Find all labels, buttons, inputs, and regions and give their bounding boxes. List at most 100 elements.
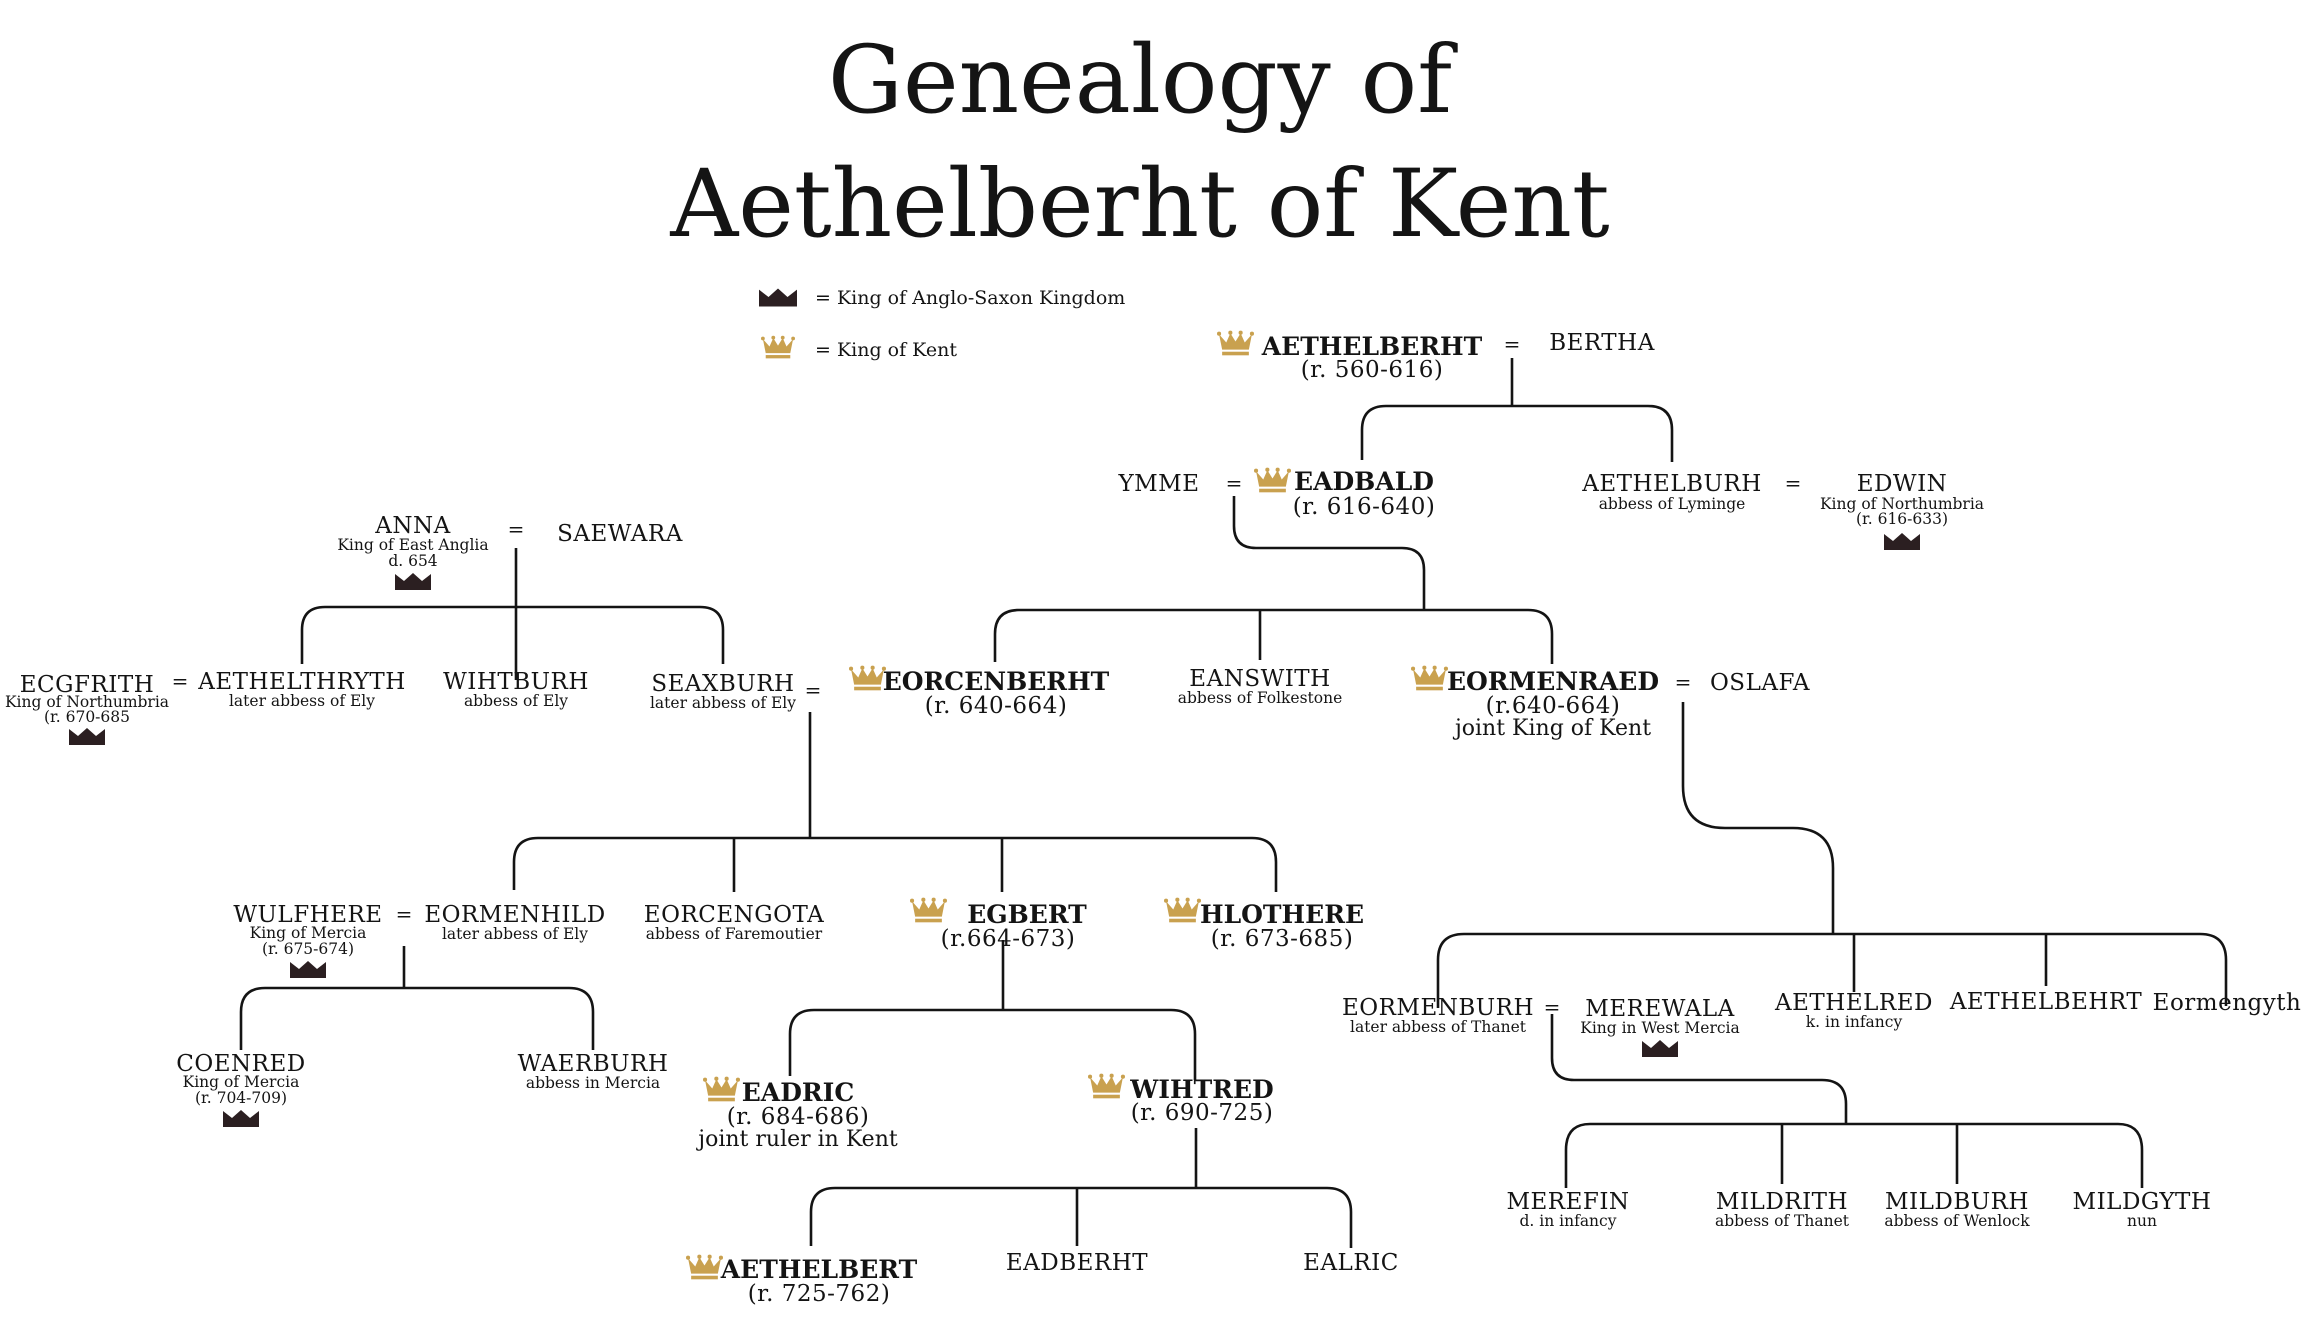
marriage-equals: = — [1785, 471, 1802, 495]
person-aethelred-note: k. in infancy — [1806, 1013, 1903, 1031]
person-eorcengota-note: abbess of Faremoutier — [646, 925, 823, 943]
dark-crown-icon — [395, 573, 431, 590]
person-wihtburh-name: WIHTBURH — [443, 669, 589, 695]
person-anna-name: ANNA — [374, 513, 450, 539]
marriage-equals: = — [396, 902, 413, 926]
person-eormenhild-name: EORMENHILD — [424, 902, 605, 928]
person-merewala-name: MEREWALA — [1585, 996, 1734, 1022]
person-eadric-reign: (r. 684-686) — [727, 1104, 870, 1130]
person-seaxburh-name: SEAXBURH — [651, 671, 794, 697]
person-coenred-note-2: (r. 704-709) — [195, 1089, 287, 1107]
gold-crown-icon — [1217, 330, 1254, 356]
person-anna-note-2: d. 654 — [388, 552, 437, 570]
person-seaxburh-note: later abbess of Ely — [650, 694, 796, 712]
person-aethelbehrt-name: AETHELBEHRT — [1949, 989, 2143, 1015]
person-ymme-name: YMME — [1117, 471, 1199, 497]
dark-crown-icon — [223, 1110, 259, 1127]
person-eormenraed-reign: (r.640-664) — [1486, 693, 1621, 719]
person-ealric-name: EALRIC — [1303, 1250, 1399, 1276]
person-wihtred-reign: (r. 690-725) — [1131, 1100, 1274, 1126]
person-mildburh-name: MILDBURH — [1885, 1189, 2029, 1215]
gold-crown-icon — [849, 665, 886, 691]
person-eormenburh-name: EORMENBURH — [1342, 995, 1534, 1021]
person-eormenraed-name: EORMENRAED — [1447, 667, 1659, 696]
dark-crown-icon — [1884, 533, 1920, 550]
person-edwin-note-2: (r. 616-633) — [1856, 510, 1948, 528]
person-wulfhere-name: WULFHERE — [233, 902, 382, 928]
person-eormengyth-name: Eormengyth — [2153, 990, 2302, 1016]
person-aethelthryth-name: AETHELTHRYTH — [197, 669, 406, 695]
person-wulfhere-note-2: (r. 675-674) — [262, 940, 354, 958]
person-eormenhild-note: later abbess of Ely — [442, 925, 588, 943]
person-hlothere-reign: (r. 673-685) — [1211, 926, 1354, 952]
marriage-equals: = — [1226, 471, 1243, 495]
person-merefin-note: d. in infancy — [1520, 1212, 1617, 1230]
person-eorcenberht-reign: (r. 640-664) — [925, 693, 1068, 719]
person-hlothere-name: HLOTHERE — [1200, 900, 1364, 929]
person-eormenburh-note: later abbess of Thanet — [1350, 1018, 1527, 1036]
person-oslafa-name: OSLAFA — [1710, 670, 1810, 696]
dark-crown-icon — [1642, 1040, 1678, 1057]
marriage-equals: = — [1544, 995, 1561, 1019]
person-mildburh-note: abbess of Wenlock — [1884, 1212, 2030, 1230]
person-waerburh-name: WAERBURH — [518, 1051, 669, 1077]
gold-crown-icon — [910, 897, 947, 923]
person-eorcengota-name: EORCENGOTA — [644, 902, 824, 928]
person-eormenraed-note: joint King of Kent — [1452, 716, 1651, 741]
gold-crown-icon — [1088, 1073, 1125, 1099]
dark-crown-icon — [759, 288, 797, 307]
person-aethelberht-name: AETHELBERHT — [1261, 332, 1483, 361]
person-aethelbert-reign: (r. 725-762) — [748, 1281, 891, 1307]
gold-crown-icon — [686, 1254, 723, 1280]
person-merefin-name: MEREFIN — [1506, 1189, 1629, 1215]
marriage-equals: = — [508, 517, 525, 541]
person-aethelbert-name: AETHELBERT — [720, 1255, 918, 1284]
person-bertha-name: BERTHA — [1549, 330, 1655, 356]
gold-crown-icon — [1164, 897, 1201, 923]
family-tree-lines — [239, 358, 2228, 1248]
dark-crown-icon — [290, 961, 326, 978]
person-waerburh-note: abbess in Mercia — [526, 1074, 660, 1092]
person-merewala-note: King in West Mercia — [1580, 1019, 1740, 1037]
person-mildrith-note: abbess of Thanet — [1715, 1212, 1850, 1230]
marriage-equals: = — [1675, 670, 1692, 694]
person-anna-note-1: King of East Anglia — [337, 536, 488, 554]
marriage-equals: = — [805, 678, 822, 702]
person-ecgfrith-note-2: (r. 670-685 — [44, 708, 130, 726]
person-saewara-name: SAEWARA — [557, 521, 683, 547]
person-mildgyth-note: nun — [2127, 1212, 2157, 1230]
person-wulfhere-note-1: King of Mercia — [250, 924, 367, 942]
person-aethelburh-name: AETHELBURH — [1581, 471, 1762, 497]
person-egbert-name: EGBERT — [967, 900, 1087, 929]
gold-crown-icon — [1411, 665, 1448, 691]
person-aethelred-name: AETHELRED — [1774, 990, 1933, 1016]
person-eadbald-name: EADBALD — [1294, 467, 1434, 496]
person-eadberht-name: EADBERHT — [1006, 1250, 1148, 1276]
person-wihtred-name: WIHTRED — [1129, 1075, 1274, 1104]
person-aethelberht-reign: (r. 560-616) — [1301, 357, 1444, 383]
person-ecgfrith-note-1: King of Northumbria — [5, 693, 169, 711]
person-edwin-name: EDWIN — [1857, 471, 1948, 497]
title-line-2: Aethelberht of Kent — [669, 150, 1610, 259]
person-eadbald-reign: (r. 616-640) — [1293, 494, 1436, 520]
title-line-1: Genealogy of — [828, 26, 1458, 135]
person-eanswith-note: abbess of Folkestone — [1178, 689, 1343, 707]
person-egbert-reign: (r.664-673) — [941, 926, 1076, 952]
legend-dark-crown-text: = King of Anglo-Saxon Kingdom — [815, 287, 1125, 309]
dark-crown-icon — [69, 728, 105, 745]
marriage-equals: = — [172, 669, 189, 693]
person-coenred-note-1: King of Mercia — [183, 1073, 300, 1091]
person-aethelburh-note: abbess of Lyminge — [1599, 495, 1746, 513]
gold-crown-icon — [703, 1076, 740, 1102]
person-eadric-name: EADRIC — [742, 1078, 855, 1107]
gold-crown-icon — [761, 335, 795, 359]
person-eorcenberht-name: EORCENBERHT — [883, 667, 1110, 696]
person-mildrith-name: MILDRITH — [1716, 1189, 1848, 1215]
person-wihtburh-note: abbess of Ely — [464, 692, 568, 710]
marriage-equals: = — [1504, 332, 1521, 356]
person-ecgfrith-name: ECGFRITH — [20, 672, 155, 698]
person-edwin-note-1: King of Northumbria — [1820, 495, 1984, 513]
person-mildgyth-name: MILDGYTH — [2073, 1189, 2212, 1215]
legend-gold-crown-text: = King of Kent — [815, 339, 957, 361]
person-eadric-note: joint ruler in Kent — [695, 1127, 898, 1152]
